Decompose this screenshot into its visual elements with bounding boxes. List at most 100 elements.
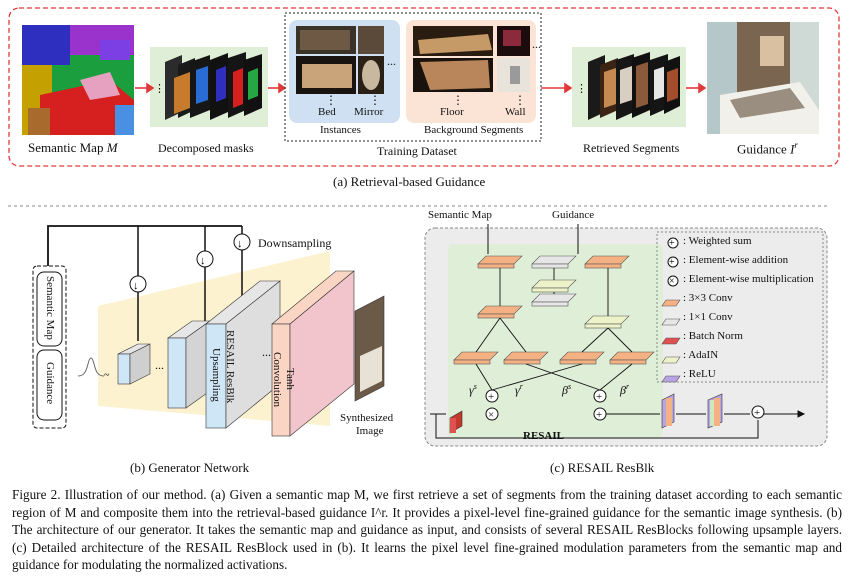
tanh-label: Tanh [284,368,296,390]
resail-connector [581,327,609,353]
resail-conv-block [584,255,630,265]
legend-1x1-conv: : 1×1 Conv [683,311,733,323]
resail-conv-block [477,305,523,315]
svg-text:...: ... [155,358,164,372]
resail-conv-block [453,351,499,361]
instances-label: Instances [320,124,361,136]
panel-a-graphics: ⋮ ⋮ [8,7,840,167]
resail-connector [491,363,583,391]
semantic-map-image [22,25,134,135]
panel-c-graphics: + + × + + + + × [410,205,830,447]
background-images [413,26,530,92]
panel-b-graphics: ↓ ↓ ↓ ~ ... ... [8,205,410,437]
resail-conv-block-face [531,287,569,293]
input-guidance: Guidance [44,362,56,405]
resail-conv-block [531,255,577,265]
resail-label: RESAIL [523,430,564,442]
gamma-s-label: γs [469,382,477,397]
resail-conv-block [609,351,655,361]
svg-text:...: ... [532,37,541,51]
resail-conv-block [477,255,523,265]
panel-a-caption: (a) Retrieval-based Guidance [333,174,486,189]
downsampling-label: Downsampling [258,236,332,250]
resail-conv-block-face [584,263,622,269]
resail-conv-block-face [477,263,515,269]
retrieved-segments-label: Retrieved Segments [583,141,680,155]
resail-conv-block-face [453,359,491,365]
beta-s-label: βs [562,382,572,397]
svg-text:↓: ↓ [237,238,243,250]
figure-caption: Figure 2. Illustration of our method. (a… [12,487,842,572]
resail-conv-block-face [503,359,541,365]
training-dataset-label: Training Dataset [377,144,457,158]
legend-relu: : ReLU [683,368,716,380]
guidance-label: Guidance Ir [737,140,798,157]
resail-connector [607,327,633,353]
semantic-map-label: Semantic Map M [28,140,118,155]
upsampling-label: Upsampling [210,348,222,402]
input-semantic-map: Semantic Map [44,276,56,340]
resail-conv-block [531,279,577,289]
gamma-r-label: γr [515,382,523,397]
svg-text:↓: ↓ [200,255,206,267]
svg-text:⋮: ⋮ [154,83,165,95]
svg-text:×: × [669,276,675,287]
resail-connector [599,363,633,391]
resail-connector [475,363,493,391]
svg-text:×: × [488,409,494,421]
svg-text:+: + [754,407,760,419]
retrieved-segments-image [588,52,680,120]
synthesized-label-1: Synthesized [340,412,394,424]
c-guidance-label: Guidance [552,209,595,221]
resail-connector [525,363,601,391]
svg-text:+: + [669,257,675,268]
resail-conv-block-face [609,359,647,365]
svg-text:...: ... [387,54,396,68]
svg-text:~: ~ [104,370,110,381]
svg-text:↓: ↓ [133,280,139,292]
background-segments-label: Background Segments [424,124,524,136]
svg-text:...: ... [262,345,271,359]
resail-conv-block [503,351,549,361]
svg-text:+: + [596,409,602,421]
legend-3x3-conv: : 3×3 Conv [683,292,733,304]
legend-element-wise-addition: : Element-wise addition [683,254,789,266]
legend-element-wise-multiplication: : Element-wise multiplication [683,273,814,285]
convolution-label: Convolution [271,352,283,408]
beta-r-label: βr [620,382,630,397]
svg-text:+: + [488,391,494,403]
c-semantic-map-label: Semantic Map [428,209,492,221]
instance-images [296,26,384,94]
floor-label: Floor [440,106,464,118]
panel-b-caption: (b) Generator Network [130,460,250,475]
resail-conv-block-face [531,263,569,269]
resail-connector [499,317,527,353]
resail-conv-block-face [559,359,597,365]
resail-conv-block-face [477,313,515,319]
resail-conv-block [584,315,630,325]
panel-c-caption: (c) RESAIL ResBlk [550,460,655,475]
guidance-image [707,22,819,134]
wall-label: Wall [505,106,526,118]
resail-conv-block-face [531,301,569,307]
mirror-label: Mirror [354,106,384,118]
svg-text:⋮: ⋮ [514,93,526,107]
svg-text:⋮: ⋮ [369,93,381,107]
resail-conv-block-face [584,323,622,329]
svg-text:⋮: ⋮ [325,93,337,107]
resail-connector [475,317,501,353]
svg-text:+: + [669,238,675,249]
svg-text:⋮: ⋮ [576,83,587,95]
resail-block-label: RESAIL ResBlk [224,330,236,404]
resail-conv-block [559,351,605,361]
svg-text:+: + [596,391,602,403]
svg-text:⋮: ⋮ [452,93,464,107]
legend-adain: : AdaIN [683,349,719,361]
decomposed-masks-image [165,52,262,120]
legend-batch-norm: : Batch Norm [683,330,743,342]
bed-label: Bed [318,106,336,118]
decomposed-masks-label: Decomposed masks [158,141,254,155]
synthesized-label-2: Image [356,425,384,437]
legend-weighted-sum: : Weighted sum [683,235,752,247]
resail-conv-block [531,293,577,303]
